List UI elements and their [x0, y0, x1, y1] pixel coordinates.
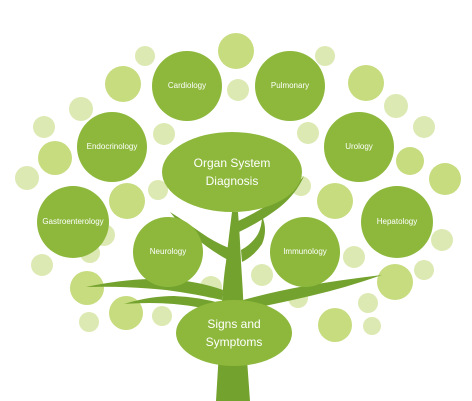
bubble: [105, 66, 141, 102]
bubble: [218, 33, 254, 69]
branch-left-lower: [86, 278, 223, 300]
bubble: [358, 293, 378, 313]
category-nodes: [37, 51, 433, 287]
center-node-line1: Organ System: [194, 156, 271, 170]
bubble: [148, 180, 168, 200]
node-pulmonary: [255, 51, 325, 121]
branch-right-mid: [241, 216, 265, 262]
bubble: [363, 317, 381, 335]
bubble: [251, 264, 273, 286]
bubble: [109, 183, 145, 219]
node-hepatology: [361, 186, 433, 258]
bubble: [431, 229, 453, 251]
node-cardiology: [152, 51, 222, 121]
label-endocrinology: Endocrinology: [87, 142, 138, 151]
bubble: [414, 260, 434, 280]
bubble: [348, 65, 384, 101]
label-neurology: Neurology: [150, 247, 186, 256]
bubble: [396, 147, 424, 175]
bubble: [109, 296, 143, 330]
bubble: [70, 271, 104, 305]
bubble: [343, 246, 365, 268]
node-gastroenterology: [37, 186, 109, 258]
base-node: [176, 300, 292, 366]
label-urology: Urology: [345, 142, 373, 151]
node-urology: [324, 112, 394, 182]
branch-right-lower: [243, 275, 382, 310]
bubble: [33, 116, 55, 138]
bubble: [227, 79, 249, 101]
label-hepatology: Hepatology: [377, 217, 417, 226]
label-gastroenterology: Gastroenterology: [42, 217, 103, 226]
bubble: [135, 46, 155, 66]
bubble: [315, 46, 335, 66]
node-endocrinology: [77, 112, 147, 182]
bubble: [79, 312, 99, 332]
branch-left-low: [124, 296, 223, 312]
center-node-line2: Diagnosis: [206, 174, 259, 188]
bubble: [413, 116, 435, 138]
node-neurology: [133, 217, 203, 287]
bubble: [318, 308, 352, 342]
label-pulmonary: Pulmonary: [271, 81, 309, 90]
bubble: [297, 122, 319, 144]
bubble: [384, 94, 408, 118]
bubble: [31, 254, 53, 276]
label-cardiology: Cardiology: [168, 81, 206, 90]
center-node: [162, 132, 302, 212]
base-node-line1: Signs and: [207, 317, 260, 331]
bubble: [152, 306, 172, 326]
bubble: [69, 97, 93, 121]
bubble: [15, 166, 39, 190]
bubble: [317, 183, 353, 219]
bubble: [377, 264, 413, 300]
bubble: [38, 141, 72, 175]
node-immunology: [270, 217, 340, 287]
node-labels: Cardiology Pulmonary Endocrinology Urolo…: [42, 81, 417, 349]
bubble: [153, 123, 175, 145]
bubble: [429, 163, 461, 195]
label-immunology: Immunology: [283, 247, 327, 256]
base-node-line2: Symptoms: [206, 335, 263, 349]
